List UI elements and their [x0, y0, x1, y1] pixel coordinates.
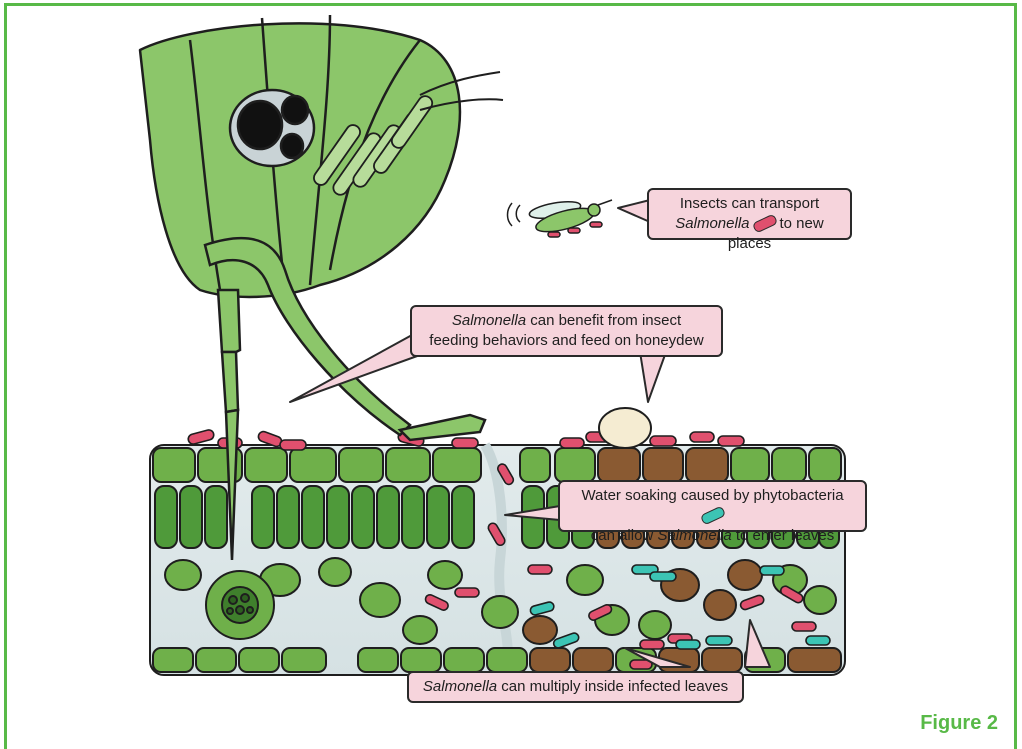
callout-multiply-tail: can multiply inside infected leaves	[501, 678, 728, 695]
callout-water-line1-text: Water soaking caused by phytobacteria	[581, 487, 843, 504]
figure-label: Figure 2	[920, 712, 998, 735]
salmonella-term: Salmonella	[423, 678, 497, 695]
callout-water-soaking: Water soaking caused by phytobacteria ca…	[558, 480, 867, 532]
callout-feeding-line2: feeding behaviors and feed on honeydew	[420, 331, 713, 351]
callout-water-line2-tail: to enter leaves	[736, 527, 834, 544]
insect-head	[140, 15, 503, 297]
small-insect-icon	[508, 199, 613, 237]
salmonella-term: Salmonella	[675, 215, 749, 232]
phytobacteria-icon	[699, 505, 725, 525]
callout-water-line2-head: can allow	[591, 527, 654, 544]
lower-epidermis	[153, 648, 841, 672]
salmonella-term: Salmonella	[452, 312, 526, 329]
callout-feeding-line1-tail: can benefit from insect	[530, 312, 681, 329]
callout-multiply: Salmonella can multiply inside infected …	[407, 671, 744, 703]
callout-transport-line1: Insects can transport	[657, 194, 842, 214]
salmonella-bacterium-icon	[751, 213, 777, 233]
callout-water-line2: can allow Salmonella to enter leaves	[568, 526, 857, 546]
callout-feeding-line1: Salmonella can benefit from insect	[420, 311, 713, 331]
salmonella-term: Salmonella	[657, 527, 731, 544]
callout-water-line1: Water soaking caused by phytobacteria	[568, 486, 857, 526]
honeydew-droplet	[599, 408, 651, 448]
callout-feeding-behaviors: Salmonella can benefit from insect feedi…	[410, 305, 723, 357]
vascular-bundle	[206, 571, 274, 639]
